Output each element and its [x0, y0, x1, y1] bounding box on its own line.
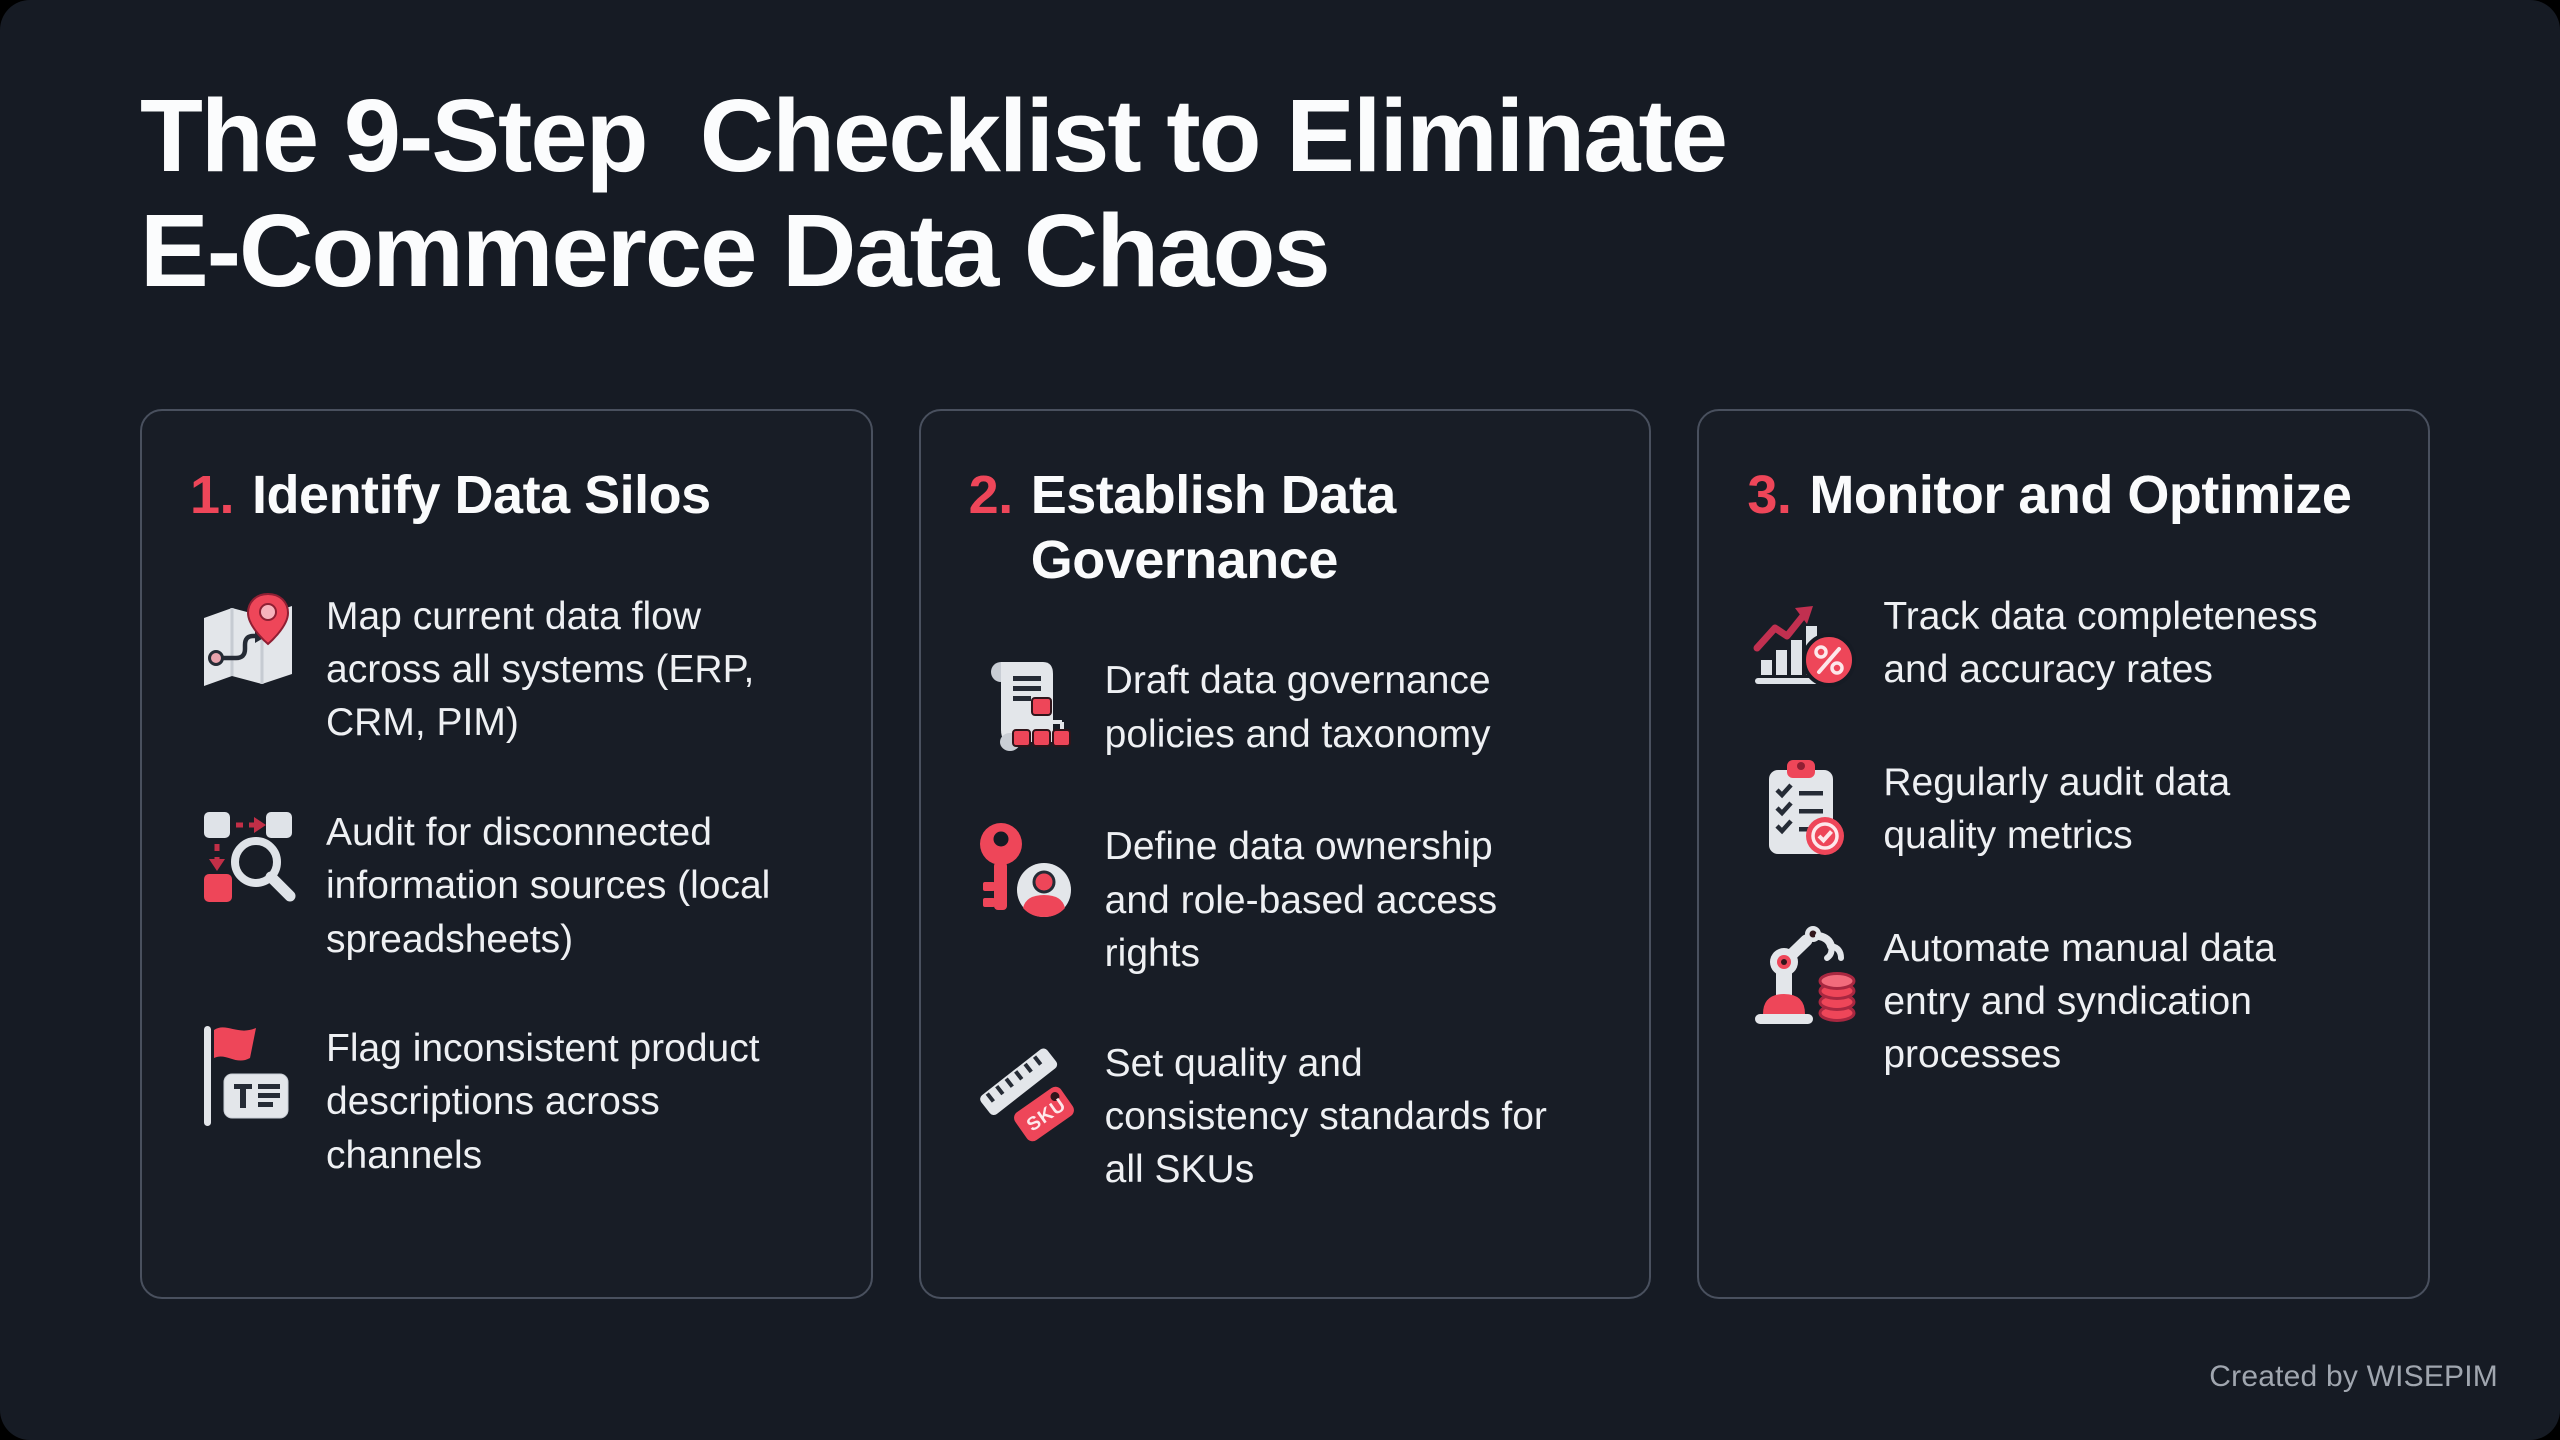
card-establish-data-governance: 2. Establish Data Governance — [918, 408, 1652, 1299]
card-identify-data-silos: 1. Identify Data Silos Ma — [140, 408, 873, 1299]
credit-text: Created by WISEPIM — [2209, 1360, 2498, 1393]
checklist-item-text: Track data completeness and accuracy rat… — [1883, 594, 2318, 691]
checklist-item: Define data ownership and role-based acc… — [969, 818, 1610, 980]
card-1-title-text: Identify Data Silos — [252, 464, 711, 525]
map-icon — [190, 588, 306, 700]
checklist-item: Track data completeness and accuracy rat… — [1747, 588, 2388, 700]
checklist-item-text: Flag inconsistent product descriptions a… — [326, 1027, 760, 1177]
audit-icon — [190, 804, 306, 916]
checklist-item-text: Audit for disconnected information sourc… — [326, 810, 771, 961]
checklist-item: Flag inconsistent product descriptions a… — [190, 1020, 831, 1182]
card-monitor-and-optimize: 3. Monitor and Optimize — [1697, 408, 2431, 1299]
checklist-item-text: Automate manual data entry and syndicati… — [1883, 926, 2276, 1077]
checklist-item: Audit for disconnected information sourc… — [190, 804, 831, 966]
flag-icon — [190, 1020, 306, 1132]
card-1-title: 1. Identify Data Silos — [190, 463, 831, 528]
key-access-icon — [969, 818, 1085, 930]
card-2-title-text: Establish Data Governance — [1030, 464, 1397, 590]
checklist-item: Draft data governance policies and taxon… — [969, 652, 1610, 764]
clipboard-audit-icon — [1747, 754, 1863, 866]
page-title-line-2: E-Commerce Data Chaos — [140, 193, 1331, 309]
card-3-title: 3. Monitor and Optimize — [1747, 463, 2388, 528]
card-3-number: 3. — [1747, 464, 1792, 525]
checklist-item-text: Draft data governance policies and taxon… — [1104, 659, 1491, 756]
checklist-cards-row: 1. Identify Data Silos Ma — [140, 408, 2431, 1299]
checklist-item-text: Regularly audit data quality metrics — [1883, 760, 2231, 857]
ruler-sku-icon: SKU — [969, 1035, 1085, 1147]
trend-chart-icon — [1747, 588, 1863, 700]
checklist-item-text: Define data ownership and role-based acc… — [1104, 825, 1498, 976]
checklist-item: SKU Set quality and consistency standard… — [969, 1035, 1610, 1197]
robot-arm-icon — [1747, 920, 1863, 1032]
card-2-number: 2. — [968, 464, 1014, 525]
scroll-taxonomy-icon — [969, 652, 1085, 764]
checklist-item: Map current data flow across all systems… — [190, 588, 831, 750]
card-3-title-text: Monitor and Optimize — [1809, 464, 2352, 525]
card-1-number: 1. — [190, 464, 235, 525]
page-title-line-1: The 9-Step Checklist to Eliminate — [140, 78, 1728, 193]
card-2-title: 2. Establish Data Governance — [969, 463, 1610, 593]
checklist-item-text: Map current data flow across all systems… — [326, 594, 755, 745]
checklist-item: Regularly audit data quality metrics — [1747, 754, 2388, 866]
checklist-item: Automate manual data entry and syndicati… — [1747, 920, 2388, 1082]
checklist-item-text: Set quality and consistency standards fo… — [1104, 1041, 1547, 1192]
page-title: The 9-Step Checklist to Eliminate E-Comm… — [140, 78, 2440, 309]
